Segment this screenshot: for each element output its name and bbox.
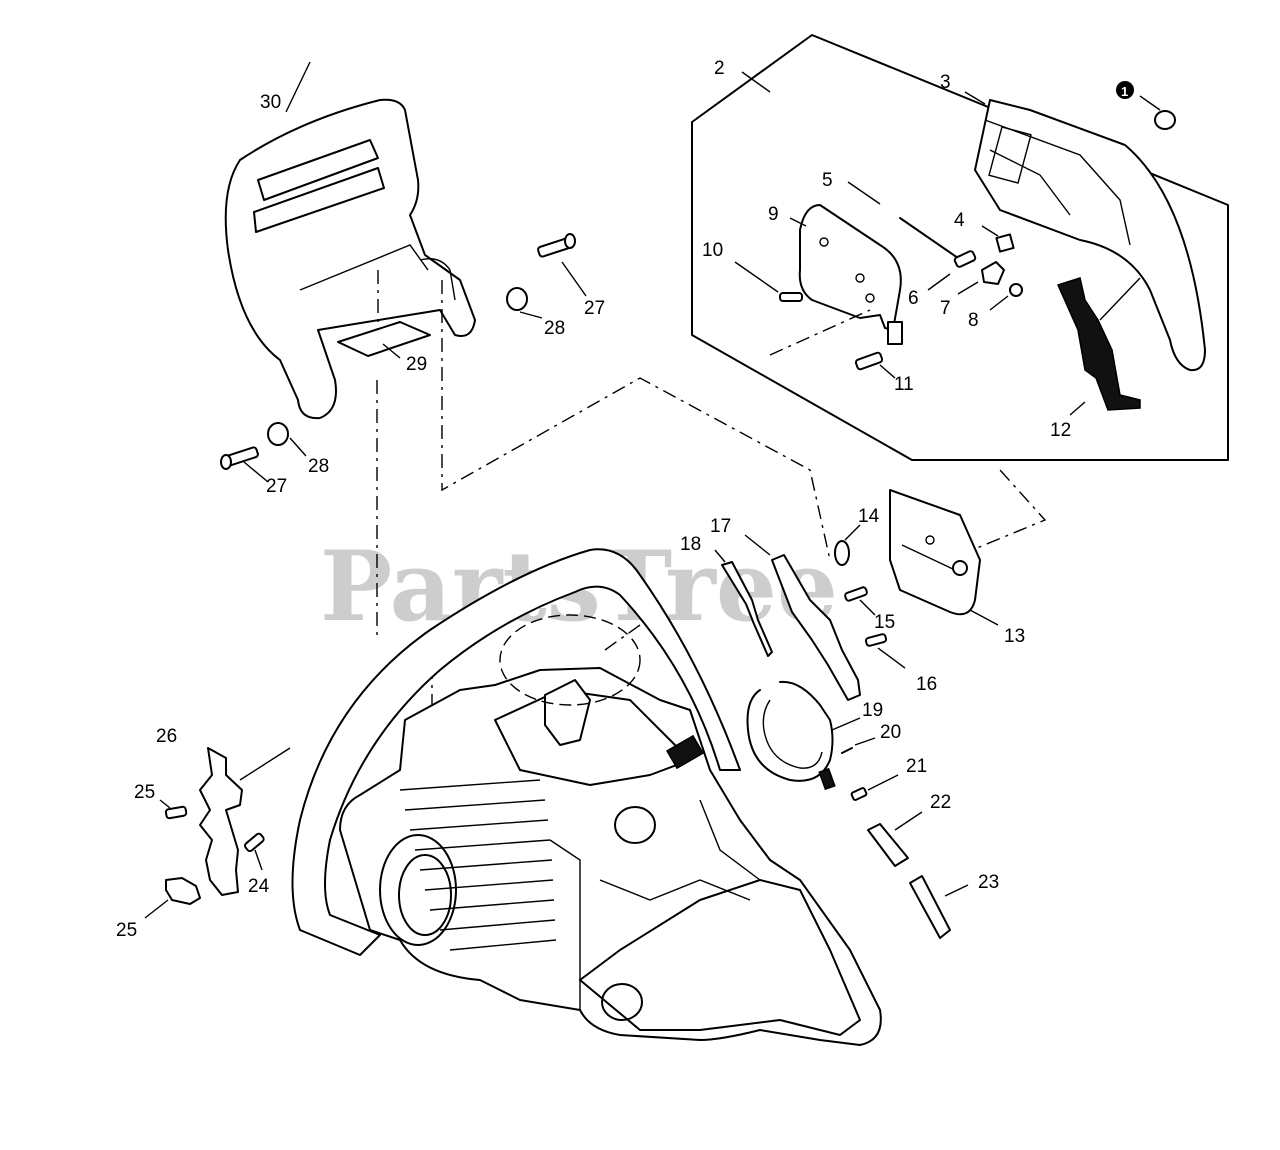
callout-10: 10: [702, 240, 723, 261]
callout-labels: 2 3 4 5 6 7 8 9 10 11 12 13 14 15 16 17 …: [116, 58, 1071, 941]
callout-28-lower: 28: [308, 456, 329, 477]
callout-13: 13: [1004, 626, 1025, 647]
callout-4: 4: [954, 210, 965, 231]
callout-7: 7: [940, 298, 951, 319]
pin-21: [850, 774, 899, 801]
bolt-27-upper: [537, 233, 587, 297]
callout-5: 5: [822, 170, 833, 191]
callout-19: 19: [862, 700, 883, 721]
screw-24: [243, 832, 265, 871]
brake-lever-part: [1056, 277, 1141, 416]
small-parts-4-8: [927, 225, 1023, 311]
band-19: [746, 680, 861, 791]
callout-27-upper: 27: [584, 298, 605, 319]
kit-box: [691, 34, 1229, 461]
bolt-27-lower: [220, 446, 269, 483]
callout-14: 14: [858, 506, 880, 527]
callout-22: 22: [930, 792, 951, 813]
collar-28-lower: [267, 422, 307, 457]
callout-2: 2: [714, 58, 725, 79]
leader-30: [285, 61, 311, 113]
callout-28-upper: 28: [544, 318, 565, 339]
rod-18: [714, 549, 773, 657]
callout-24: 24: [248, 876, 270, 897]
callout-21: 21: [906, 756, 927, 777]
callout-11: 11: [894, 374, 914, 395]
screw-25-upper: [159, 799, 188, 820]
callout-25-upper: 25: [134, 782, 155, 803]
callout-9: 9: [768, 204, 779, 225]
callout-18: 18: [680, 534, 701, 555]
side-cover-13: [889, 489, 999, 626]
callout-30: 30: [260, 92, 281, 113]
band-17: [744, 534, 861, 701]
callout-16: 16: [916, 674, 937, 695]
sleeve-22: [867, 811, 923, 867]
bolt-16: [864, 633, 906, 669]
bolt-15: [844, 586, 876, 616]
sleeve-23: [909, 875, 969, 939]
saw-body: [291, 548, 882, 1046]
callout-27-lower: 27: [266, 476, 287, 497]
spike-bumper-26: [199, 747, 291, 896]
callout-12: 12: [1050, 420, 1071, 441]
callout-6: 6: [908, 288, 919, 309]
reference-marker: 1: [1121, 84, 1128, 99]
callout-3: 3: [940, 72, 951, 93]
callout-23: 23: [978, 872, 999, 893]
pin-5-part: [847, 181, 959, 259]
label-sticker-part: [337, 270, 431, 359]
callout-20: 20: [880, 722, 901, 743]
spring-coil: [665, 734, 705, 770]
callout-17: 17: [710, 516, 731, 537]
callout-15: 15: [874, 612, 895, 633]
callout-25-lower: 25: [116, 920, 137, 941]
brake-cover-part: [964, 91, 1206, 372]
callout-26: 26: [156, 726, 177, 747]
hand-guard-part: [224, 61, 476, 420]
nut-25-lower: [144, 877, 201, 919]
pin-20: [841, 737, 876, 754]
bolts-10-11: [734, 261, 896, 379]
collar-28-upper: [506, 287, 543, 319]
callout-8: 8: [968, 310, 979, 331]
spring-14: [834, 524, 861, 566]
plate-part: [789, 204, 903, 345]
callout-29: 29: [406, 354, 427, 375]
cap-part: 1: [1116, 81, 1176, 130]
